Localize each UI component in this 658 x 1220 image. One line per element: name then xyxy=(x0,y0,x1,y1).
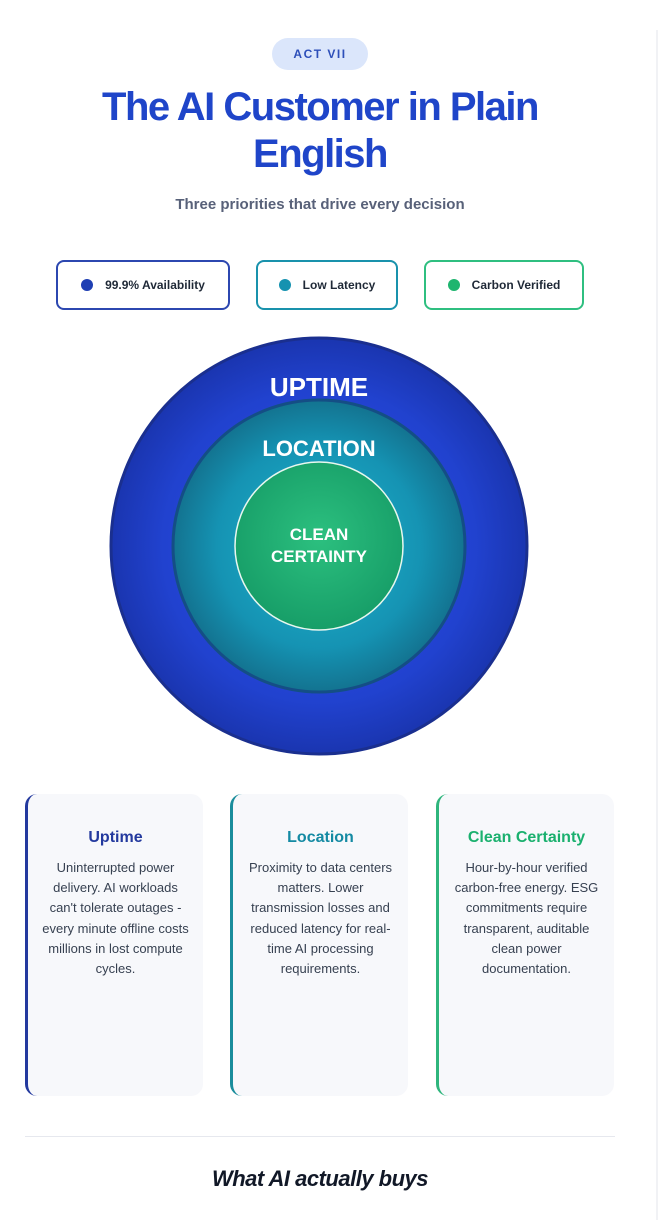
uptime-card-body: Uninterrupted power delivery. AI workloa… xyxy=(42,860,189,977)
location-card: Location Proximity to data centers matte… xyxy=(230,794,408,1096)
availability-chip-label: 99.9% Availability xyxy=(105,278,205,292)
act-badge: ACT VII xyxy=(272,38,368,70)
clean-certainty-core xyxy=(234,461,404,631)
footer-heading: What AI actually buys xyxy=(211,1166,429,1191)
clean-certainty-card-title: Clean Certainty xyxy=(467,829,586,846)
uptime-ring-label: UPTIME xyxy=(270,372,368,402)
carbon-dot-icon xyxy=(447,279,460,291)
clean-certainty-label-line2: CERTAINTY xyxy=(271,547,368,566)
priority-rings-diagram: UPTIME LOCATION CLEAN CERTAINTY xyxy=(109,336,529,756)
location-card-body: Proximity to data centers matters. Lower… xyxy=(248,860,393,977)
availability-dot-icon xyxy=(81,279,94,291)
carbon-chip-label: Carbon Verified xyxy=(471,278,561,292)
page-edge-rule xyxy=(656,30,658,1220)
uptime-card-title: Uptime xyxy=(88,829,143,846)
page-subtitle: Three priorities that drive every decisi… xyxy=(175,196,465,213)
latency-dot-icon xyxy=(278,279,291,291)
clean-certainty-label-line1: CLEAN xyxy=(290,525,349,544)
section-divider xyxy=(25,1136,615,1137)
availability-chip: 99.9% Availability xyxy=(56,260,230,310)
latency-chip: Low Latency xyxy=(256,260,398,310)
page-title: The AI Customer in Plain English xyxy=(102,85,539,176)
clean-certainty-card-body: Hour-by-hour verified carbon-free energy… xyxy=(454,860,599,977)
clean-certainty-card: Clean Certainty Hour-by-hour verified ca… xyxy=(436,794,614,1096)
location-ring-label: LOCATION xyxy=(262,436,375,461)
location-card-title: Location xyxy=(287,829,354,846)
latency-chip-label: Low Latency xyxy=(302,278,376,292)
carbon-chip: Carbon Verified xyxy=(424,260,584,310)
uptime-card: Uptime Uninterrupted power delivery. AI … xyxy=(25,794,203,1096)
